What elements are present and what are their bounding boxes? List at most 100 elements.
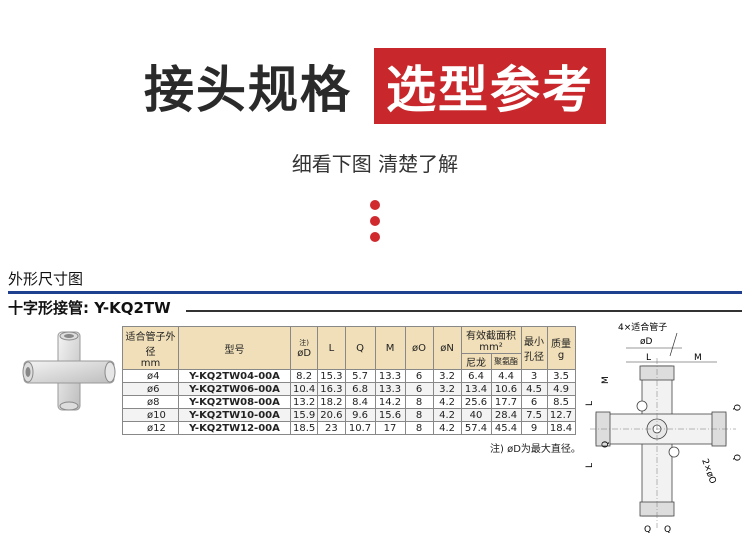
label-l: L <box>646 353 651 363</box>
cell-mass: 3.5 <box>546 369 576 383</box>
cell-hole: 6 <box>520 395 548 409</box>
cell-l: 23 <box>317 421 346 435</box>
col-d: 注)øD <box>289 326 319 370</box>
cell-size: ø10 <box>122 408 179 422</box>
label-d: øD <box>640 337 653 347</box>
section-heading-text: 外形尺寸图 <box>8 270 84 288</box>
cell-size: ø6 <box>122 382 179 396</box>
col-min-hole-l2: 孔径 <box>524 352 545 363</box>
cell-n: 3.2 <box>432 369 462 383</box>
cell-pu: 45.4 <box>490 421 522 435</box>
label-q-right-lower: Q <box>731 454 741 461</box>
cell-l: 15.3 <box>317 369 346 383</box>
col-size-unit: mm <box>140 357 161 369</box>
cell-d: 18.5 <box>289 421 319 435</box>
cell-mass: 8.5 <box>546 395 576 409</box>
col-area-pu: 聚氨酯 <box>490 353 522 370</box>
dimension-drawing: 4×适合管子 øD L M M L L Q Q Q 2×øO Q Q <box>585 321 741 535</box>
cell-q: 10.7 <box>344 421 376 435</box>
section-heading: 外形尺寸图 <box>8 268 742 294</box>
cell-model: Y-KQ2TW06-00A <box>178 382 291 396</box>
cell-model: Y-KQ2TW04-00A <box>178 369 291 383</box>
cell-hole: 4.5 <box>520 382 548 396</box>
subtitle: 细看下图 清楚了解 <box>291 152 459 176</box>
cell-hole: 7.5 <box>520 408 548 422</box>
title-right: 选型参考 <box>374 48 606 124</box>
dot-icon <box>370 200 380 210</box>
decorative-dots <box>369 200 381 248</box>
cell-mass: 18.4 <box>546 421 576 435</box>
col-mass-label: 质量 <box>551 339 572 350</box>
table-row: ø4 Y-KQ2TW04-00A 8.2 15.3 5.7 13.3 6 3.2… <box>122 369 576 383</box>
cell-m: 15.6 <box>374 408 406 422</box>
label-m-left: M <box>601 376 611 384</box>
cell-l: 20.6 <box>317 408 346 422</box>
cell-n: 4.2 <box>432 395 462 409</box>
cell-n: 4.2 <box>432 408 462 422</box>
cell-model: Y-KQ2TW12-00A <box>178 421 291 435</box>
cell-hole: 3 <box>520 369 548 383</box>
col-q: Q <box>344 326 376 370</box>
title-left: 接头规格 <box>144 61 352 119</box>
dot-icon <box>370 216 380 226</box>
label-tubes: 4×适合管子 <box>618 321 667 333</box>
cell-pu: 10.6 <box>490 382 522 396</box>
cell-pu: 4.4 <box>490 369 522 383</box>
cell-o: 8 <box>404 421 434 435</box>
cell-model: Y-KQ2TW08-00A <box>178 395 291 409</box>
label-m: M <box>694 353 702 363</box>
col-l: L <box>317 326 346 370</box>
cell-d: 13.2 <box>289 395 319 409</box>
cell-n: 4.2 <box>432 421 462 435</box>
cell-n: 3.2 <box>432 382 462 396</box>
col-d-note: 注) <box>299 339 309 347</box>
cell-model: Y-KQ2TW10-00A <box>178 408 291 422</box>
cell-l: 16.3 <box>317 382 346 396</box>
cell-q: 5.7 <box>344 369 376 383</box>
col-d-label: øD <box>297 348 312 359</box>
cell-q: 8.4 <box>344 395 376 409</box>
cell-pu: 28.4 <box>490 408 522 422</box>
cell-q: 6.8 <box>344 382 376 396</box>
col-area-nylon: 尼龙 <box>460 353 492 370</box>
cell-o: 8 <box>404 408 434 422</box>
cell-m: 13.3 <box>374 382 406 396</box>
cell-size: ø4 <box>122 369 179 383</box>
cell-o: 6 <box>404 382 434 396</box>
label-q-bottom-2: Q <box>664 525 671 535</box>
table-row: ø12 Y-KQ2TW12-00A 18.5 23 10.7 17 8 4.2 … <box>122 421 576 435</box>
cell-pu: 17.7 <box>490 395 522 409</box>
col-model: 型号 <box>178 326 291 370</box>
subheading: 十字形接管: Y-KQ2TW <box>8 299 171 317</box>
cell-mass: 12.7 <box>546 408 576 422</box>
cell-l: 18.2 <box>317 395 346 409</box>
cell-mass: 4.9 <box>546 382 576 396</box>
cell-m: 17 <box>374 421 406 435</box>
col-o: øO <box>404 326 434 370</box>
col-m: M <box>374 326 406 370</box>
label-q-left: Q <box>601 441 611 448</box>
label-q-right: Q <box>731 404 741 411</box>
cell-o: 6 <box>404 369 434 383</box>
table-row: ø8 Y-KQ2TW08-00A 13.2 18.2 8.4 14.2 8 4.… <box>122 395 576 409</box>
cell-nylon: 40 <box>460 408 492 422</box>
cell-size: ø12 <box>122 421 179 435</box>
cell-nylon: 13.4 <box>460 382 492 396</box>
col-size-label: 适合管子外径 <box>125 331 176 358</box>
col-mass-unit: g <box>557 350 565 361</box>
cell-d: 15.9 <box>289 408 319 422</box>
title-row: 接头规格 选型参考 <box>0 48 750 124</box>
cell-d: 10.4 <box>289 382 319 396</box>
label-l-left: L <box>585 401 595 406</box>
col-area: 有效截面积mm² <box>460 326 522 354</box>
label-q-bottom: Q <box>644 525 651 535</box>
col-n: øN <box>432 326 462 370</box>
cell-size: ø8 <box>122 395 179 409</box>
subheading-rule <box>186 310 742 312</box>
cell-o: 8 <box>404 395 434 409</box>
cell-nylon: 6.4 <box>460 369 492 383</box>
col-min-hole: 最小孔径 <box>520 326 548 370</box>
